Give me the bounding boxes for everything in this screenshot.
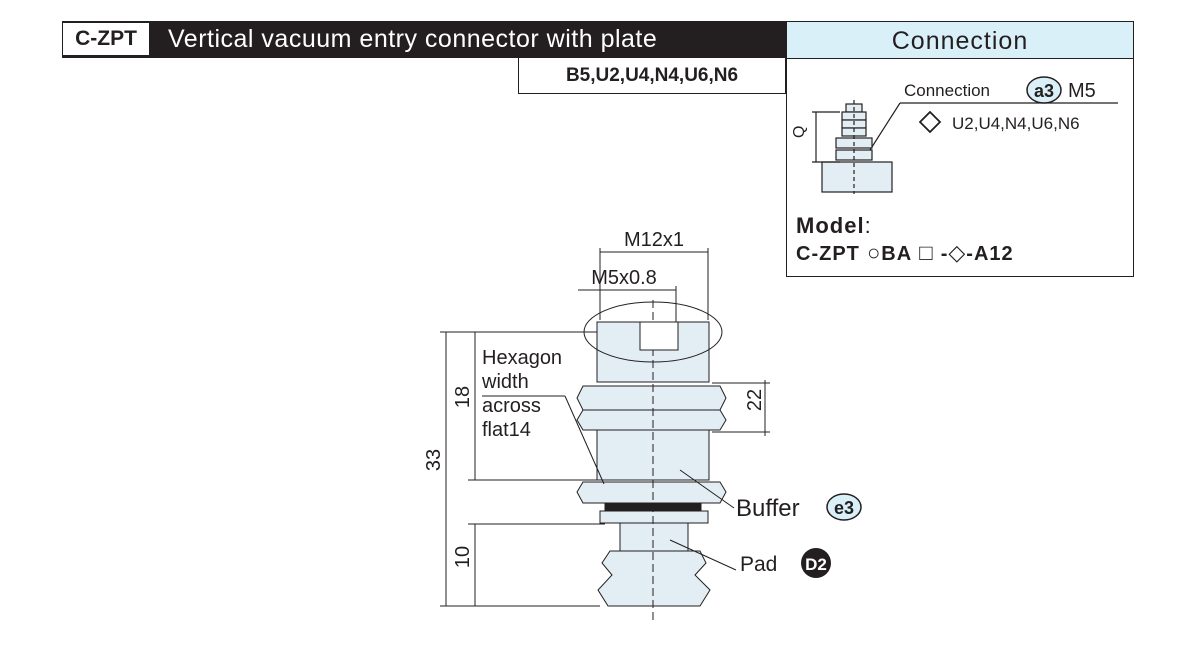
svg-text:a3: a3 xyxy=(1034,81,1054,101)
dim-18-label: 18 xyxy=(452,386,474,408)
model-code: C-ZPT ○BA □ -◇-A12 xyxy=(796,240,1014,266)
model-suffix: -A12 xyxy=(966,243,1014,265)
main-part xyxy=(576,300,727,620)
connection-options: U2,U4,N4,U6,N6 xyxy=(952,114,1080,133)
model-code-label: C-ZPT xyxy=(63,23,149,55)
hex-label-2: width xyxy=(481,371,529,393)
svg-text:D2: D2 xyxy=(805,555,827,574)
model-label: Model: xyxy=(796,213,872,238)
dim-m5-label: M5x0.8 xyxy=(591,267,657,289)
connection-drawing xyxy=(812,100,1118,194)
model-middle: BA xyxy=(881,243,913,265)
circle-placeholder-icon: ○ xyxy=(859,240,882,265)
square-placeholder-icon: □ xyxy=(912,240,941,265)
badge-e3: e3 xyxy=(826,493,862,521)
badge-d2: D2 xyxy=(801,548,831,578)
connection-header: Connection xyxy=(787,22,1133,59)
hex-label-4: flat14 xyxy=(482,419,531,441)
buffer-label: Buffer xyxy=(736,495,800,522)
badge-a3: a3 xyxy=(1026,76,1062,104)
diamond-icon xyxy=(918,110,942,134)
page-title: Vertical vacuum entry connector with pla… xyxy=(168,25,658,53)
hex-label-3: across xyxy=(482,395,541,417)
variants-label: B5,U2,U4,N4,U6,N6 xyxy=(518,58,786,94)
model-dash: - xyxy=(940,243,949,265)
svg-text:e3: e3 xyxy=(834,498,854,518)
thread-label: M5 xyxy=(1068,80,1096,102)
dim-q-label: Q xyxy=(791,126,808,138)
dim-33-label: 33 xyxy=(423,449,445,471)
model-prefix: C-ZPT xyxy=(796,243,860,265)
connection-label: Connection xyxy=(904,81,990,100)
dim-m12-label: M12x1 xyxy=(624,229,684,251)
dim-lines xyxy=(440,248,770,607)
hex-label-1: Hexagon xyxy=(482,347,562,369)
dim-22-label: 22 xyxy=(744,389,766,411)
pad-label: Pad xyxy=(740,553,777,576)
diamond-placeholder-icon: ◇ xyxy=(948,240,967,265)
dim-10-label: 10 xyxy=(452,546,474,568)
header-bar xyxy=(62,21,787,58)
connection-panel: Connection xyxy=(786,21,1134,277)
